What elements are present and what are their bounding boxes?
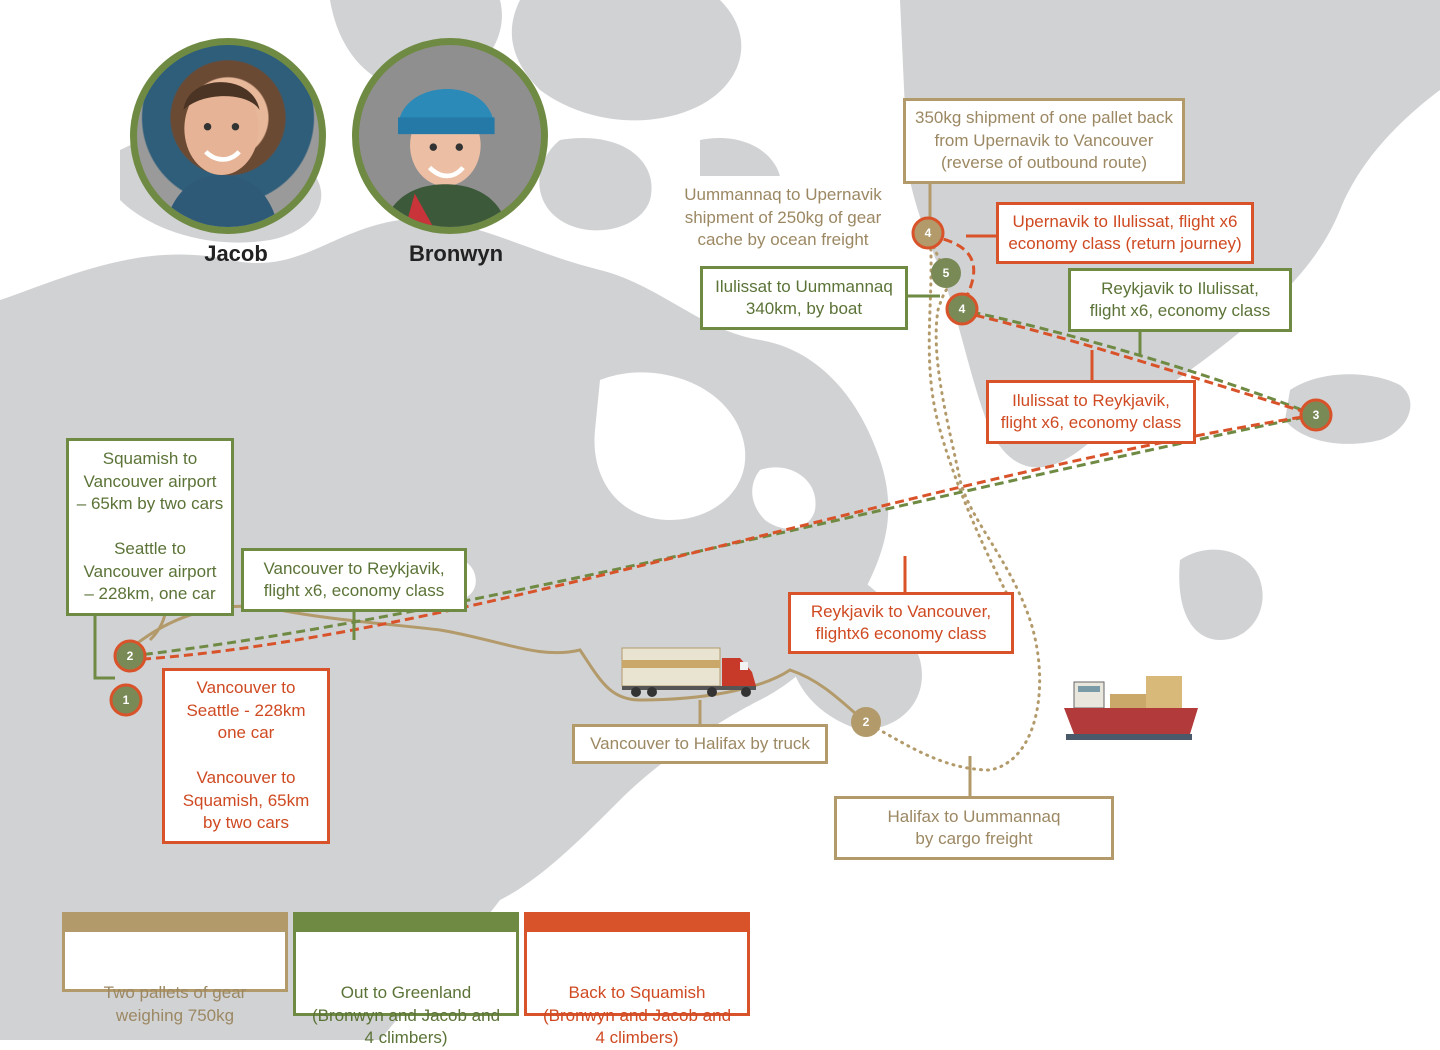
marker-4-ilulissat-label: 4 [959,302,966,316]
marker-1-label: 1 [123,693,130,707]
label-reykjavik-ilulissat: Reykjavik to Ilulissat, flight x6, econo… [1068,268,1292,332]
marker-2-halifax[interactable]: 2 [851,707,881,737]
legend-out-swatch [293,912,519,932]
legend-back-text: Back to Squamish (Bronwyn and Jacob and … [542,983,732,1047]
label-squamish-seattle-to-vancouver: Squamish to Vancouver airport – 65km by … [66,438,234,616]
flight-route-out-greenland [961,308,1316,417]
legend-back-swatch [524,912,750,932]
marker-3-reykjavik[interactable]: 3 [1299,398,1333,432]
flight-route-upernavik-ilulissat [929,234,976,301]
legend-gear-text: Two pallets of gear weighing 750kg [103,983,247,1025]
label-upernavik-return-shipment: 350kg shipment of one pallet back from U… [903,98,1185,184]
marker-5-label: 5 [943,266,950,280]
marker-2-vancouver-label: 2 [127,649,134,663]
flight-route-back [129,413,1316,662]
flight-route-out [129,413,1316,658]
legend-out: Out to Greenland (Bronwyn and Jacob and … [293,912,519,1047]
label-uummannaq-upernavik: Uummannaq to Upernavik shipment of 250kg… [672,176,894,260]
marker-1[interactable]: 1 [109,683,143,717]
marker-2-halifax-label: 2 [863,715,870,729]
label-vancouver-seattle-squamish: Vancouver to Seattle - 228km one car Van… [162,668,330,844]
marker-4-upernavik[interactable]: 4 [911,216,945,250]
label-ilulissat-uummannaq: Ilulissat to Uummannaq 340km, by boat [700,266,908,330]
cargo-ship-icon [1064,676,1198,740]
name-jacob: Jacob [204,241,268,266]
label-upernavik-ilulissat: Upernavik to Ilulissat, flight x6 econom… [996,202,1254,264]
return-route-upernavik [927,233,1012,602]
label-ilulissat-reykjavik: Ilulissat to Reykjavik, flight x6, econo… [986,380,1196,444]
jacob-portrait [164,82,279,227]
cargo-route-halifax-uummannaq [863,276,1042,772]
label-vancouver-reykjavik: Vancouver to Reykjavik, flight x6, econo… [241,548,467,612]
marker-4-upernavik-label: 4 [925,226,932,240]
label-vancouver-halifax: Vancouver to Halifax by truck [572,724,828,764]
marker-2-vancouver[interactable]: 2 [113,639,147,673]
marker-3-label: 3 [1313,408,1320,422]
flight-route-back-greenland [961,310,1316,417]
legend-gear: Two pallets of gear weighing 750kg [62,912,288,1025]
avatar-jacob [130,38,326,234]
label-reykjavik-vancouver: Reykjavik to Vancouver, flightx6 economy… [788,592,1014,654]
name-bronwyn: Bronwyn [408,241,504,266]
truck-icon [621,647,756,697]
label-halifax-uummannaq: Halifax to Uummannaq by cargo freight [834,796,1114,860]
bronwyn-portrait [383,88,508,227]
avatar-bronwyn [352,38,548,234]
legend-back: Back to Squamish (Bronwyn and Jacob and … [524,912,750,1047]
marker-4-ilulissat[interactable]: 4 [945,292,979,326]
marker-5-uummannaq[interactable]: 5 [931,258,961,288]
legend-gear-swatch [62,912,288,932]
